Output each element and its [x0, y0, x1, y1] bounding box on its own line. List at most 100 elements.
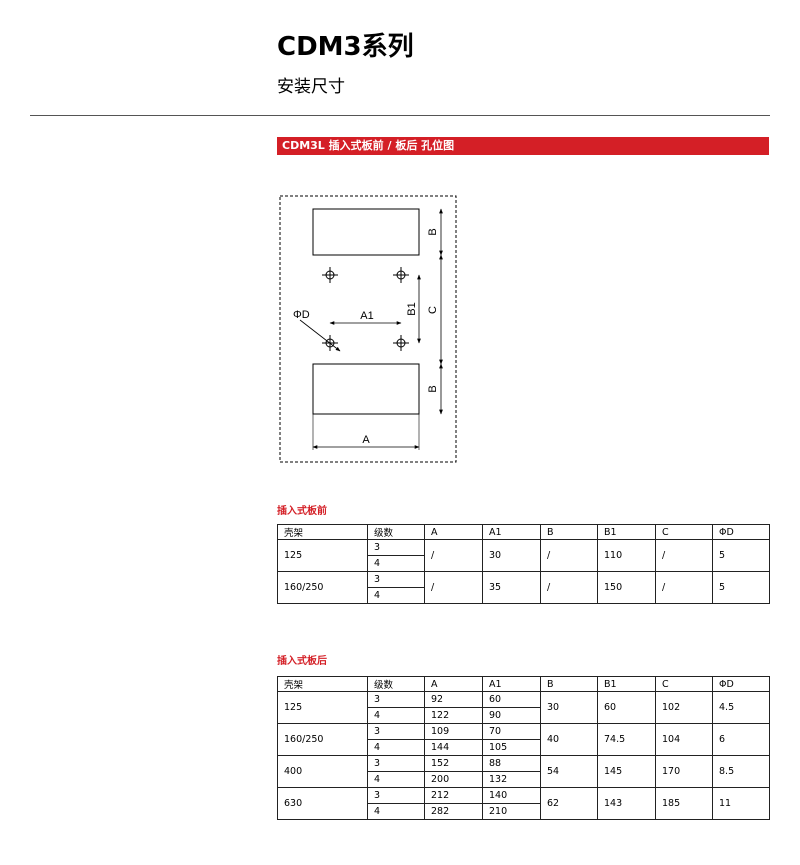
rear-table-title: 插入式板后: [277, 656, 327, 667]
col-header: C: [655, 524, 713, 540]
page-title: CDM3系列: [277, 32, 414, 62]
label-a1: A1: [360, 310, 373, 322]
cell-a: 282: [424, 803, 483, 820]
cell-b1: 60: [597, 691, 656, 724]
cell-c: 185: [655, 787, 713, 820]
cell-frame: 630: [277, 787, 368, 820]
table-row: 400 3 152 88 54 145 170 8.5: [277, 755, 770, 788]
cell-a: 122: [424, 707, 483, 724]
col-header: A1: [482, 524, 541, 540]
table-header-row: 壳架 级数 A A1 B B1 C ΦD: [277, 676, 770, 692]
cell-frame: 160/250: [277, 571, 368, 604]
cell-phid: 11: [712, 787, 770, 820]
label-a: A: [362, 434, 370, 446]
cell-a1: 132: [482, 771, 541, 788]
cell-c: 102: [655, 691, 713, 724]
cell-poles: 4: [367, 803, 425, 820]
col-header: ΦD: [712, 524, 770, 540]
table-row: 125 3 92 60 30 60 102 4.5: [277, 691, 770, 724]
cell-poles: 4: [367, 587, 425, 604]
cell-poles: 3: [367, 571, 425, 588]
label-b-bottom: B: [427, 385, 439, 392]
cell-b: 30: [540, 691, 598, 724]
cell-a: /: [424, 539, 483, 572]
col-header: B1: [597, 676, 656, 692]
cell-b: /: [540, 571, 598, 604]
cell-poles: 3: [367, 539, 425, 556]
cell-frame: 160/250: [277, 723, 368, 756]
top-terminal-block: [312, 208, 420, 256]
cell-poles: 4: [367, 555, 425, 572]
cell-a1: 30: [482, 539, 541, 572]
cell-c: 170: [655, 755, 713, 788]
cell-frame: 125: [277, 691, 368, 724]
table-header-row: 壳架 级数 A A1 B B1 C ΦD: [277, 524, 770, 540]
col-header: A: [424, 676, 483, 692]
cell-a1: 210: [482, 803, 541, 820]
cell-poles: 3: [367, 691, 425, 708]
page-subtitle: 安装尺寸: [277, 77, 345, 97]
col-header: B1: [597, 524, 656, 540]
label-c: C: [427, 306, 439, 314]
col-header: 级数: [367, 524, 425, 540]
front-table-title: 插入式板前: [277, 506, 327, 517]
table-row: 4 144 105: [278, 739, 770, 756]
cell-a: 109: [424, 723, 483, 740]
cell-phid: 4.5: [712, 691, 770, 724]
table-row: 4 282 210: [278, 803, 770, 820]
cell-a1: 140: [482, 787, 541, 804]
cell-a: 144: [424, 739, 483, 756]
mounting-hole: [393, 267, 409, 283]
mounting-hole-diagram: B C B B1 A1 ΦD A: [279, 195, 457, 463]
cell-c: 104: [655, 723, 713, 756]
cell-a1: 105: [482, 739, 541, 756]
table-row: 125 3 / 30 / 110 / 5: [277, 539, 770, 572]
cell-b1: 145: [597, 755, 656, 788]
table-row: 4 200 132: [278, 771, 770, 788]
col-header: ΦD: [712, 676, 770, 692]
col-header: 壳架: [277, 676, 368, 692]
phi-d-leader: [299, 319, 341, 352]
mounting-hole: [393, 335, 409, 351]
bottom-terminal-block: [312, 363, 420, 415]
cell-c: /: [655, 571, 713, 604]
cell-poles: 3: [367, 787, 425, 804]
col-header: 壳架: [277, 524, 368, 540]
col-header: A: [424, 524, 483, 540]
cell-a1: 70: [482, 723, 541, 740]
label-b-top: B: [427, 228, 439, 235]
cell-b1: 110: [597, 539, 656, 572]
mounting-hole: [322, 267, 338, 283]
front-mount-table: 壳架 级数 A A1 B B1 C ΦD 125 3 / 30 / 110 / …: [277, 524, 770, 604]
table-row: 160/250 3 / 35 / 150 / 5: [277, 571, 770, 604]
cell-c: /: [655, 539, 713, 572]
table-row: 160/250 3 109 70 40 74.5 104 6: [277, 723, 770, 756]
table-row: 630 3 212 140 62 143 185 11: [277, 787, 770, 820]
cell-phid: 5: [712, 571, 770, 604]
cell-a: 92: [424, 691, 483, 708]
label-phi-d: ΦD: [293, 309, 310, 321]
cell-a1: 60: [482, 691, 541, 708]
cell-b: 62: [540, 787, 598, 820]
cell-b: 54: [540, 755, 598, 788]
cell-poles: 4: [367, 771, 425, 788]
header-divider: [30, 115, 770, 116]
cell-poles: 4: [367, 707, 425, 724]
cell-b1: 150: [597, 571, 656, 604]
cell-b1: 74.5: [597, 723, 656, 756]
table-row: 4: [278, 587, 770, 604]
cell-phid: 6: [712, 723, 770, 756]
cell-b: 40: [540, 723, 598, 756]
label-b1: B1: [406, 302, 418, 315]
table-row: 4 122 90: [278, 707, 770, 724]
cell-b: /: [540, 539, 598, 572]
cell-a1: 88: [482, 755, 541, 772]
rear-mount-table: 壳架 级数 A A1 B B1 C ΦD 125 3 92 60 30 60 1…: [277, 676, 770, 820]
dashed-outline: [279, 195, 457, 463]
col-header: 级数: [367, 676, 425, 692]
cell-frame: 400: [277, 755, 368, 788]
cell-frame: 125: [277, 539, 368, 572]
cell-a: 152: [424, 755, 483, 772]
cell-a: 200: [424, 771, 483, 788]
cell-poles: 4: [367, 739, 425, 756]
